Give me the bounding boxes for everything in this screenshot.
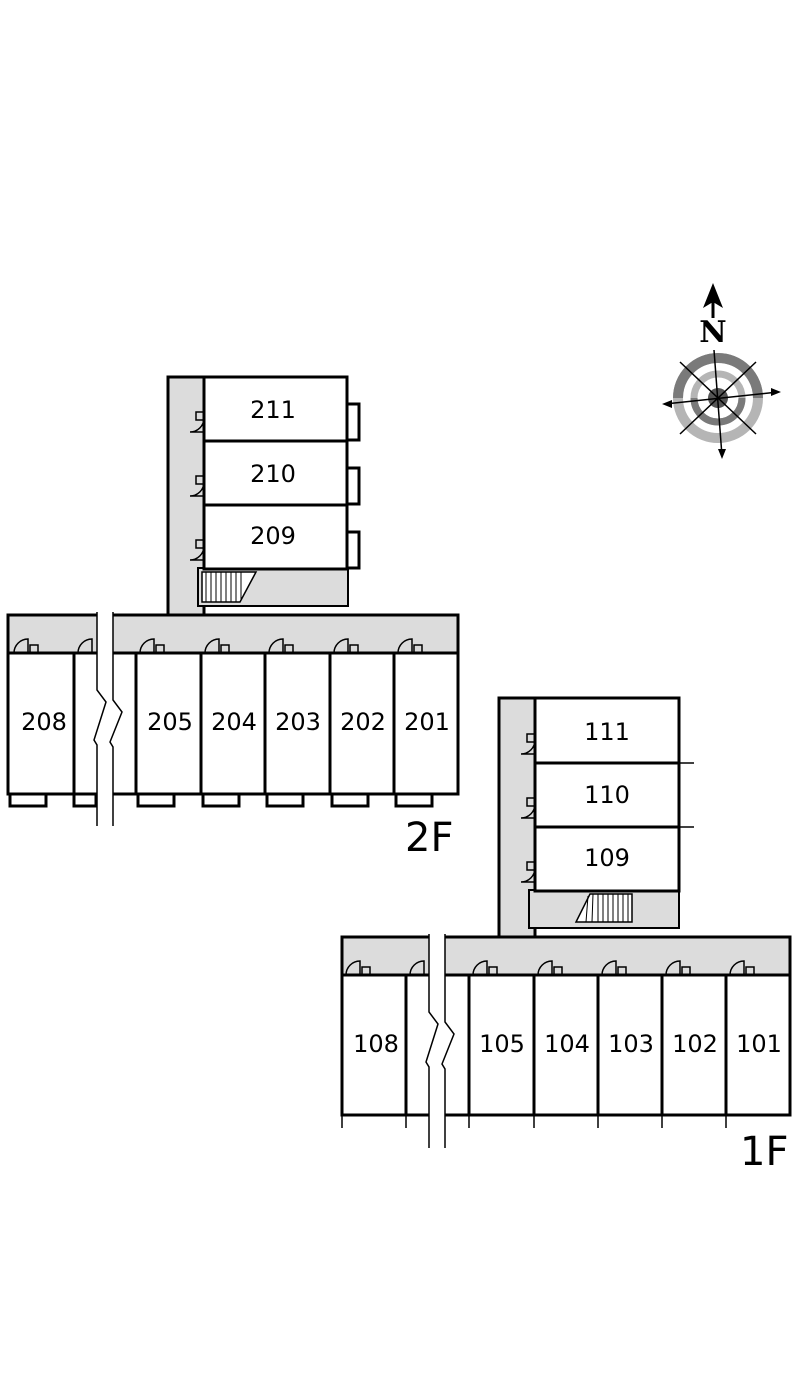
svg-text:110: 110 — [584, 781, 630, 809]
svg-text:111: 111 — [584, 718, 630, 746]
room-108: 108 — [340, 973, 408, 1117]
balcony — [8, 792, 434, 808]
floor-2f-plan: 211 210 209 208 205 204 — [6, 375, 460, 861]
room-104: 104 — [532, 973, 600, 1117]
svg-text:201: 201 — [404, 708, 450, 736]
staircase-icon — [201, 571, 258, 603]
room-102: 102 — [660, 973, 728, 1117]
svg-text:102: 102 — [672, 1030, 718, 1058]
room-211: 211 — [202, 375, 361, 443]
svg-text:209: 209 — [250, 522, 296, 550]
svg-text:103: 103 — [608, 1030, 654, 1058]
room-210: 210 — [202, 439, 361, 507]
compass-rose-icon: N — [662, 283, 781, 459]
room-208: 208 — [6, 651, 76, 796]
room-201: 201 — [392, 651, 460, 796]
room-101: 101 — [724, 973, 792, 1117]
room-205: 205 — [134, 651, 203, 796]
svg-text:109: 109 — [584, 844, 630, 872]
svg-text:205: 205 — [147, 708, 193, 736]
svg-text:202: 202 — [340, 708, 386, 736]
north-label: N — [699, 315, 726, 350]
svg-text:108: 108 — [353, 1030, 399, 1058]
room-202: 202 — [328, 651, 396, 796]
omission-break-mark — [425, 934, 455, 1148]
room-203: 203 — [263, 651, 332, 796]
svg-text:104: 104 — [544, 1030, 590, 1058]
room-204: 204 — [199, 651, 267, 796]
omission-break-mark — [93, 612, 123, 826]
room-111: 111 — [533, 696, 681, 765]
floor-label-1f: 1F — [740, 1129, 788, 1175]
door-icon — [189, 411, 205, 561]
door-icon — [345, 960, 755, 976]
room-209: 209 — [202, 503, 361, 571]
svg-text:210: 210 — [250, 460, 296, 488]
door-icon — [520, 733, 536, 883]
svg-text:211: 211 — [250, 396, 296, 424]
room-103: 103 — [596, 973, 664, 1117]
floor-1f-plan: 111 110 109 108 105 104 — [340, 696, 792, 1175]
svg-text:203: 203 — [275, 708, 321, 736]
door-icon — [13, 638, 423, 654]
floor-label-2f: 2F — [405, 815, 453, 861]
staircase-icon — [574, 893, 633, 923]
svg-text:105: 105 — [479, 1030, 525, 1058]
room-109: 109 — [533, 825, 681, 893]
svg-text:204: 204 — [211, 708, 257, 736]
room-110: 110 — [533, 761, 681, 829]
svg-text:208: 208 — [21, 708, 67, 736]
svg-text:101: 101 — [736, 1030, 782, 1058]
room-105: 105 — [467, 973, 536, 1117]
balcony — [341, 1115, 727, 1128]
